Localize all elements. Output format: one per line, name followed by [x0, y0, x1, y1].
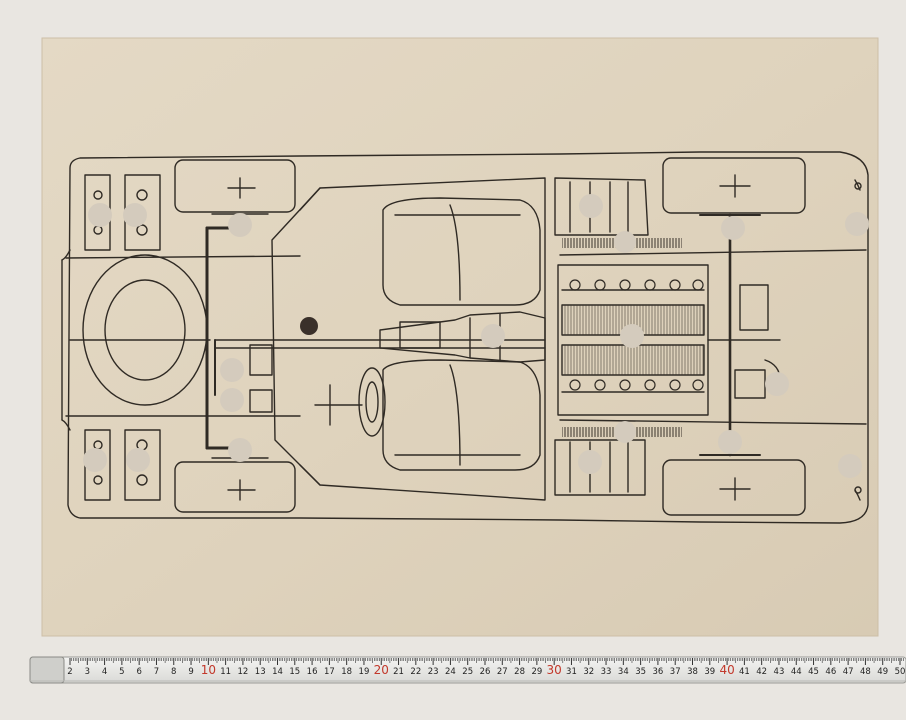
tape-label: 7 — [154, 667, 159, 677]
blueprint-sheet — [41, 37, 879, 637]
tape-label: 25 — [462, 667, 473, 677]
tape-label: 47 — [843, 667, 854, 677]
tape-label: 12 — [238, 667, 249, 677]
tape-label: 13 — [255, 667, 266, 677]
tape-label: 3 — [85, 667, 90, 677]
tape-label: 33 — [601, 667, 612, 677]
tape-label: 15 — [289, 667, 300, 677]
tape-label: 2 — [67, 667, 72, 677]
tape-label: 28 — [514, 667, 525, 677]
tape-label: 41 — [739, 667, 750, 677]
tape-label: 26 — [480, 667, 491, 677]
tape-label: 38 — [687, 667, 698, 677]
tape-label: 45 — [808, 667, 819, 677]
registration-dots — [83, 194, 869, 478]
tape-label: 11 — [220, 667, 231, 677]
tape-label: 24 — [445, 667, 456, 677]
tape-label: 39 — [704, 667, 715, 677]
tape-label: 19 — [359, 667, 370, 677]
tape-label: 16 — [307, 667, 318, 677]
tape-label: 50 — [895, 667, 906, 677]
tape-label: 34 — [618, 667, 629, 677]
tape-label: 8 — [171, 667, 176, 677]
tape-label: 30 — [547, 663, 562, 677]
tape-label: 21 — [393, 667, 404, 677]
tape-label: 29 — [531, 667, 542, 677]
tape-label: 35 — [635, 667, 646, 677]
tape-label: 4 — [102, 667, 107, 677]
tape-label: 32 — [583, 667, 594, 677]
tape-label: 6 — [136, 667, 141, 677]
tape-label: 5 — [119, 667, 124, 677]
tape-label: 20 — [374, 663, 389, 677]
tape-label: 18 — [341, 667, 352, 677]
dark-pin-dot — [300, 317, 318, 335]
tape-label: 9 — [188, 667, 193, 677]
tape-label: 46 — [825, 667, 836, 677]
tape-label: 36 — [653, 667, 664, 677]
tape-label: 17 — [324, 667, 335, 677]
tape-label: 42 — [756, 667, 767, 677]
tape-label: 31 — [566, 667, 577, 677]
tape-label: 22 — [410, 667, 421, 677]
tape-ticks — [69, 658, 904, 665]
tape-label: 44 — [791, 667, 802, 677]
tape-label: 40 — [719, 663, 734, 677]
tape-label: 43 — [774, 667, 785, 677]
tape-label: 10 — [201, 663, 216, 677]
tape-label: 27 — [497, 667, 508, 677]
tape-label: 23 — [428, 667, 439, 677]
tape-label: 49 — [877, 667, 888, 677]
tape-label: 48 — [860, 667, 871, 677]
tape-label: 14 — [272, 667, 283, 677]
tape-label: 37 — [670, 667, 681, 677]
